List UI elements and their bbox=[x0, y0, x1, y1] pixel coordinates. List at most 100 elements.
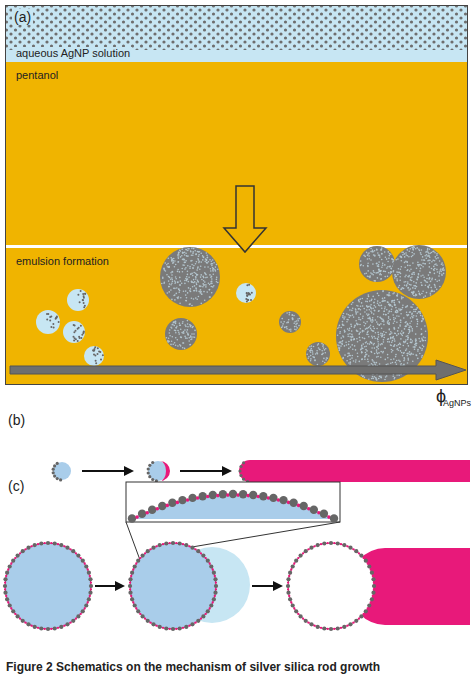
particle bbox=[340, 342, 342, 344]
particle bbox=[407, 353, 409, 355]
particle bbox=[387, 261, 389, 263]
particle bbox=[183, 258, 185, 260]
particle bbox=[185, 267, 187, 269]
particle bbox=[84, 562, 86, 564]
particle bbox=[416, 343, 418, 345]
particle bbox=[360, 319, 362, 321]
particle bbox=[82, 299, 84, 301]
particle bbox=[380, 323, 382, 325]
particle bbox=[423, 277, 425, 279]
particle bbox=[290, 330, 292, 332]
particle bbox=[421, 348, 423, 350]
particle bbox=[99, 351, 101, 353]
particle bbox=[176, 287, 178, 289]
particle bbox=[443, 269, 445, 271]
particle bbox=[373, 270, 375, 272]
particle bbox=[172, 262, 174, 264]
particle bbox=[75, 552, 77, 554]
particle bbox=[384, 379, 386, 381]
particle bbox=[189, 290, 191, 292]
particle bbox=[350, 324, 352, 326]
particle bbox=[443, 273, 445, 275]
particle bbox=[200, 265, 202, 267]
particle bbox=[293, 322, 295, 324]
particle bbox=[409, 351, 411, 353]
particle bbox=[397, 258, 399, 260]
particle bbox=[426, 257, 428, 259]
particle bbox=[378, 343, 380, 345]
particle bbox=[412, 330, 414, 332]
particle bbox=[188, 625, 190, 627]
particle bbox=[350, 362, 352, 364]
particle bbox=[53, 475, 56, 478]
particle bbox=[435, 279, 437, 281]
particle bbox=[405, 322, 407, 324]
particle bbox=[3, 584, 7, 588]
particle bbox=[198, 296, 200, 298]
particle bbox=[146, 619, 150, 623]
silica-cap bbox=[160, 461, 170, 481]
particle bbox=[420, 268, 422, 270]
particle bbox=[418, 265, 420, 267]
particle bbox=[211, 276, 213, 278]
particle bbox=[392, 337, 394, 339]
particle bbox=[195, 254, 197, 256]
particle bbox=[439, 271, 441, 273]
particle bbox=[374, 298, 376, 300]
particle bbox=[183, 265, 185, 267]
particle bbox=[436, 269, 438, 271]
particle bbox=[213, 273, 215, 275]
particle bbox=[403, 357, 405, 359]
particle bbox=[289, 312, 291, 314]
particle bbox=[291, 564, 295, 568]
particle bbox=[422, 344, 424, 346]
particle bbox=[377, 353, 379, 355]
particle bbox=[400, 256, 402, 258]
particle bbox=[429, 284, 431, 286]
particle bbox=[404, 253, 406, 255]
particle bbox=[423, 336, 425, 338]
particle bbox=[163, 268, 165, 270]
particle bbox=[186, 249, 188, 251]
particle bbox=[87, 597, 91, 601]
particle bbox=[172, 260, 174, 262]
particle bbox=[400, 320, 402, 322]
particle bbox=[375, 306, 377, 308]
particle bbox=[391, 342, 393, 344]
particle bbox=[182, 627, 184, 629]
particle bbox=[368, 327, 370, 329]
particle bbox=[200, 291, 202, 293]
particle bbox=[209, 284, 211, 286]
particle bbox=[407, 335, 409, 337]
particle bbox=[313, 625, 315, 627]
particle bbox=[186, 279, 188, 281]
particle bbox=[79, 301, 81, 303]
particle bbox=[215, 581, 217, 583]
particle bbox=[197, 258, 199, 260]
particle bbox=[197, 281, 199, 283]
particle bbox=[55, 318, 57, 320]
particle bbox=[212, 568, 214, 570]
particle bbox=[411, 246, 413, 248]
particle bbox=[412, 247, 414, 249]
particle bbox=[246, 295, 248, 297]
particle bbox=[402, 307, 404, 309]
particle bbox=[360, 264, 362, 266]
particle bbox=[179, 284, 181, 286]
particle bbox=[390, 272, 392, 274]
particle bbox=[376, 349, 378, 351]
particle bbox=[380, 317, 382, 319]
particle bbox=[385, 314, 387, 316]
particle bbox=[412, 317, 414, 319]
particle bbox=[428, 255, 430, 257]
particle bbox=[189, 268, 191, 270]
particle bbox=[425, 340, 427, 342]
particle bbox=[396, 312, 398, 314]
particle bbox=[166, 337, 168, 339]
particle bbox=[37, 627, 39, 629]
particle bbox=[390, 362, 392, 364]
particle bbox=[79, 337, 81, 339]
particle bbox=[367, 564, 371, 568]
particle bbox=[384, 347, 386, 349]
particle bbox=[360, 328, 362, 330]
